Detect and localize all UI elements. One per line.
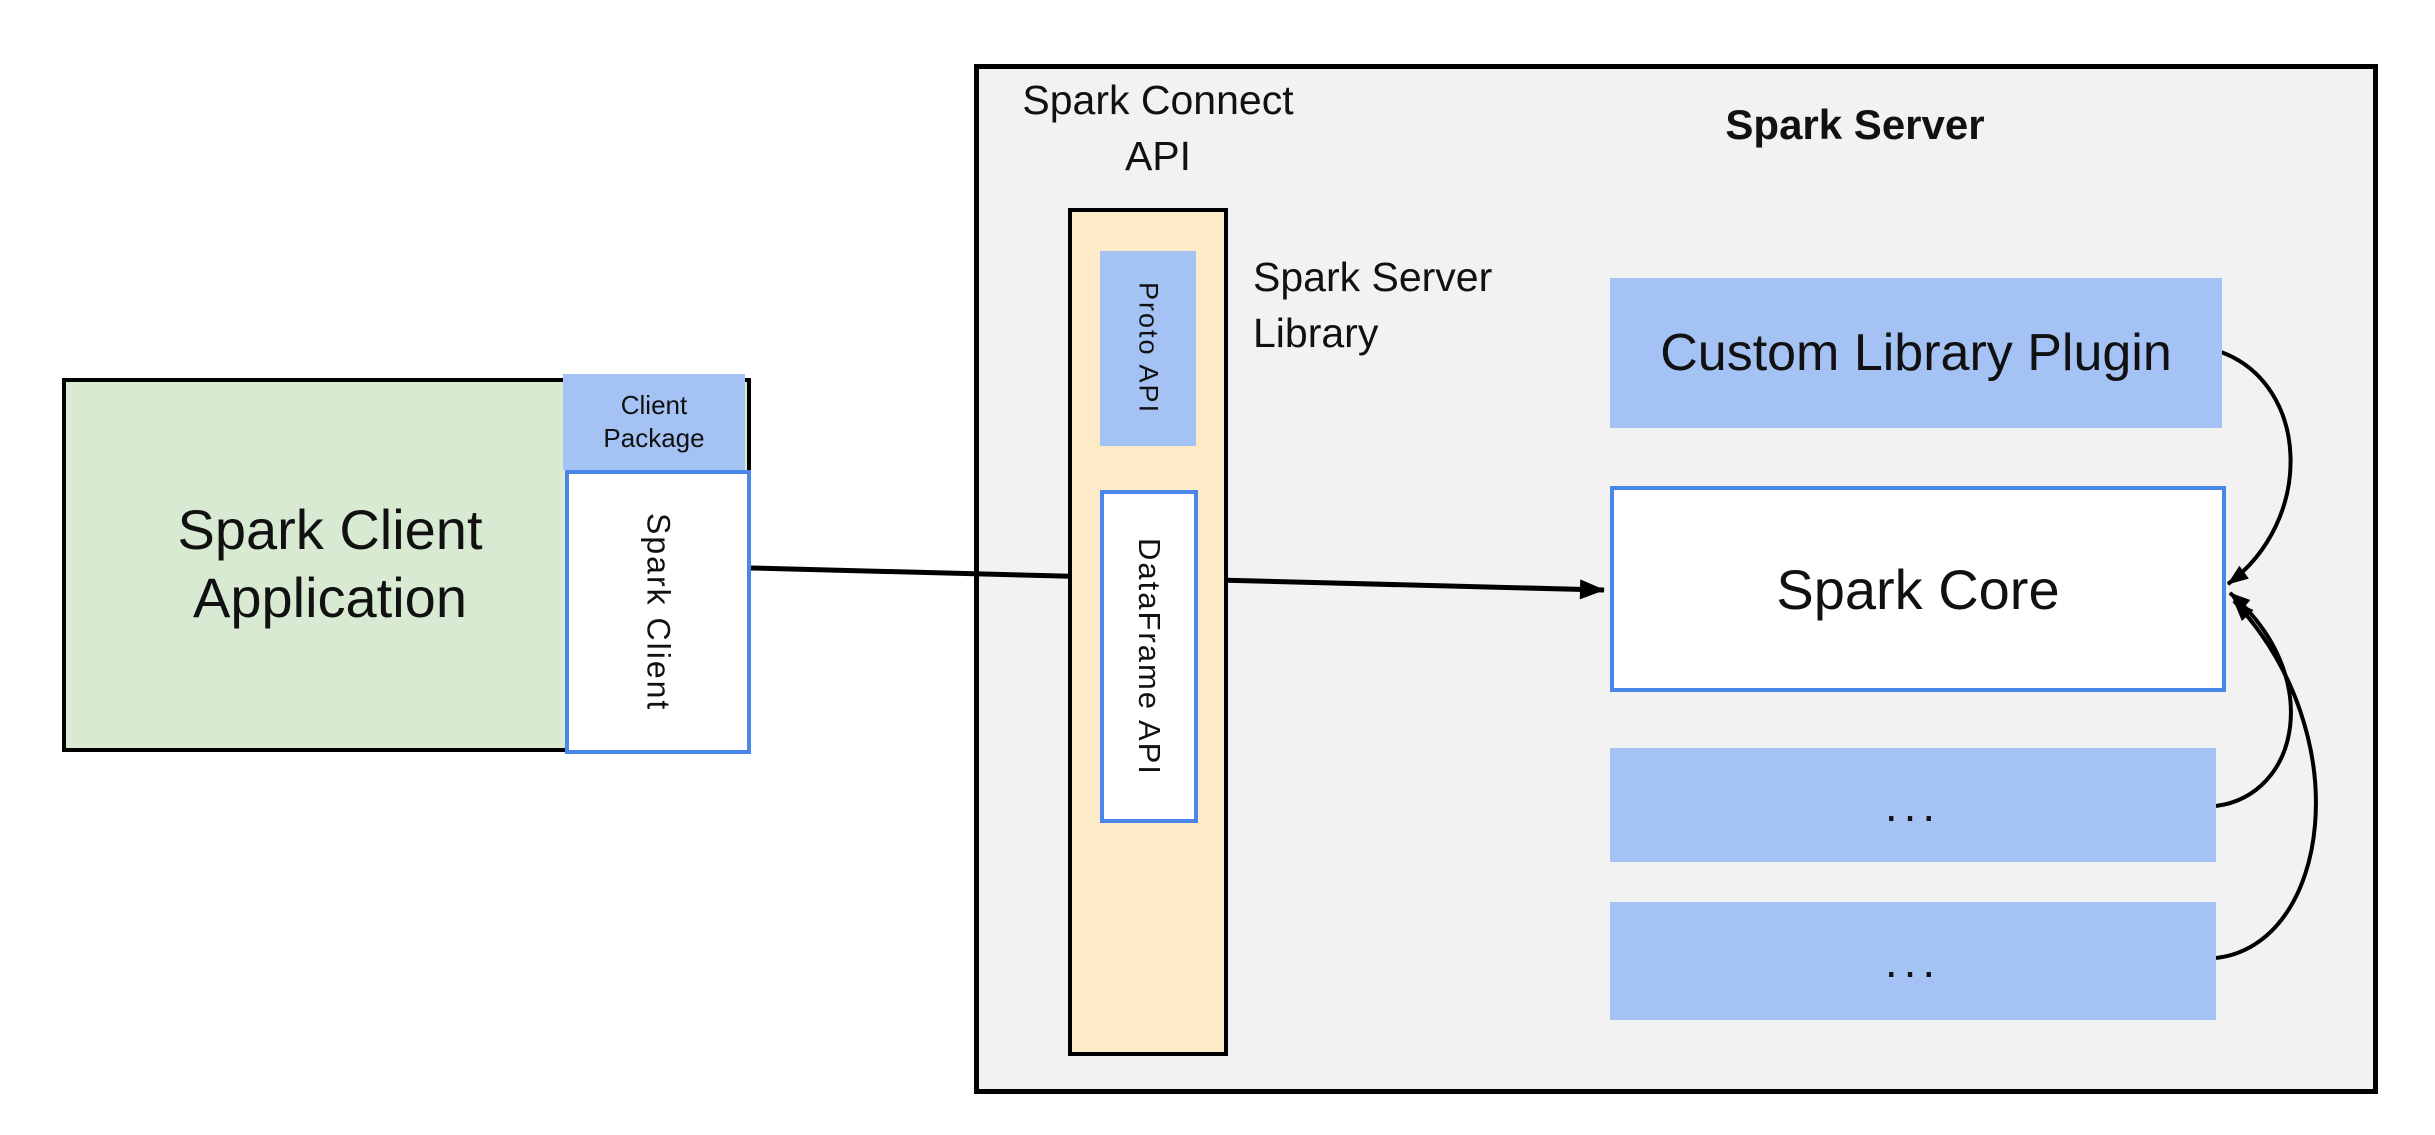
dataframe-api-box: DataFrame API — [1100, 490, 1198, 823]
plugin-slot-1-label: ... — [1884, 779, 1942, 831]
spark-connect-api-label: Spark Connect API — [1022, 77, 1294, 179]
client-package-label: Client Package — [603, 390, 705, 453]
custom-library-plugin-label: Custom Library Plugin — [1660, 324, 2172, 382]
spark-core-label: Spark Core — [1776, 557, 2060, 621]
proto-api-box: Proto API — [1100, 251, 1196, 446]
spark-server-library-label: Spark Server Library — [1253, 254, 1493, 356]
spark-client-application-label: Spark Client Application — [177, 498, 483, 629]
spark-core-box: Spark Core — [1610, 486, 2226, 692]
dataframe-api-label: DataFrame API — [1132, 537, 1167, 776]
custom-library-plugin-box: Custom Library Plugin — [1610, 278, 2222, 428]
proto-api-label: Proto API — [1133, 282, 1164, 415]
spark-server-title: Spark Server — [1725, 101, 1985, 148]
plugin-slot-2-label: ... — [1884, 935, 1942, 987]
plugin-slot-2-box: ... — [1610, 902, 2216, 1020]
spark-client-label: Spark Client — [640, 512, 677, 712]
client-package-box: Client Package — [563, 374, 745, 470]
plugin-slot-1-box: ... — [1610, 748, 2216, 862]
spark-client-box: Spark Client — [565, 470, 751, 754]
